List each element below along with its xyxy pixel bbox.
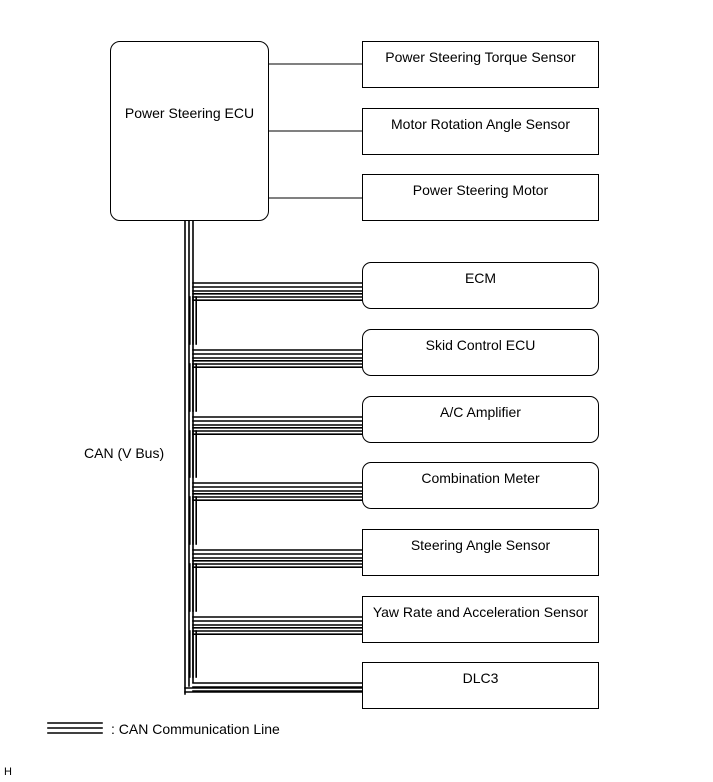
motor-rotation-angle-sensor-label: Motor Rotation Angle Sensor (391, 116, 570, 132)
legend-label: : CAN Communication Line (111, 721, 280, 737)
power-steering-motor-box: Power Steering Motor (362, 174, 599, 221)
ac-amplifier-box: A/C Amplifier (362, 396, 599, 443)
power-steering-motor-label: Power Steering Motor (412, 182, 549, 198)
steering-angle-sensor-box: Steering Angle Sensor (362, 529, 599, 576)
torque-sensor-box: Power Steering Torque Sensor (362, 41, 599, 88)
skid-control-ecu-box: Skid Control ECU (362, 329, 599, 376)
dlc3-label: DLC3 (462, 670, 499, 686)
power-steering-ecu-label: Power Steering ECU (124, 105, 255, 121)
yaw-rate-sensor-label: Yaw Rate and Acceleration Sensor (372, 604, 589, 620)
steering-angle-sensor-label: Steering Angle Sensor (410, 537, 551, 553)
combination-meter-label: Combination Meter (421, 470, 540, 486)
ecm-label: ECM (464, 270, 497, 286)
corner-code: H (4, 766, 12, 778)
dlc3-box: DLC3 (362, 662, 599, 709)
can-bus-label: CAN (V Bus) (84, 445, 165, 461)
ac-amplifier-label: A/C Amplifier (440, 404, 521, 420)
combination-meter-box: Combination Meter (362, 462, 599, 509)
torque-sensor-label: Power Steering Torque Sensor (385, 49, 576, 65)
motor-rotation-angle-sensor-box: Motor Rotation Angle Sensor (362, 108, 599, 155)
power-steering-ecu-box: Power Steering ECU (110, 41, 269, 221)
ecm-box: ECM (362, 262, 599, 309)
skid-control-ecu-label: Skid Control ECU (425, 337, 536, 353)
yaw-rate-sensor-box: Yaw Rate and Acceleration Sensor (362, 596, 599, 643)
